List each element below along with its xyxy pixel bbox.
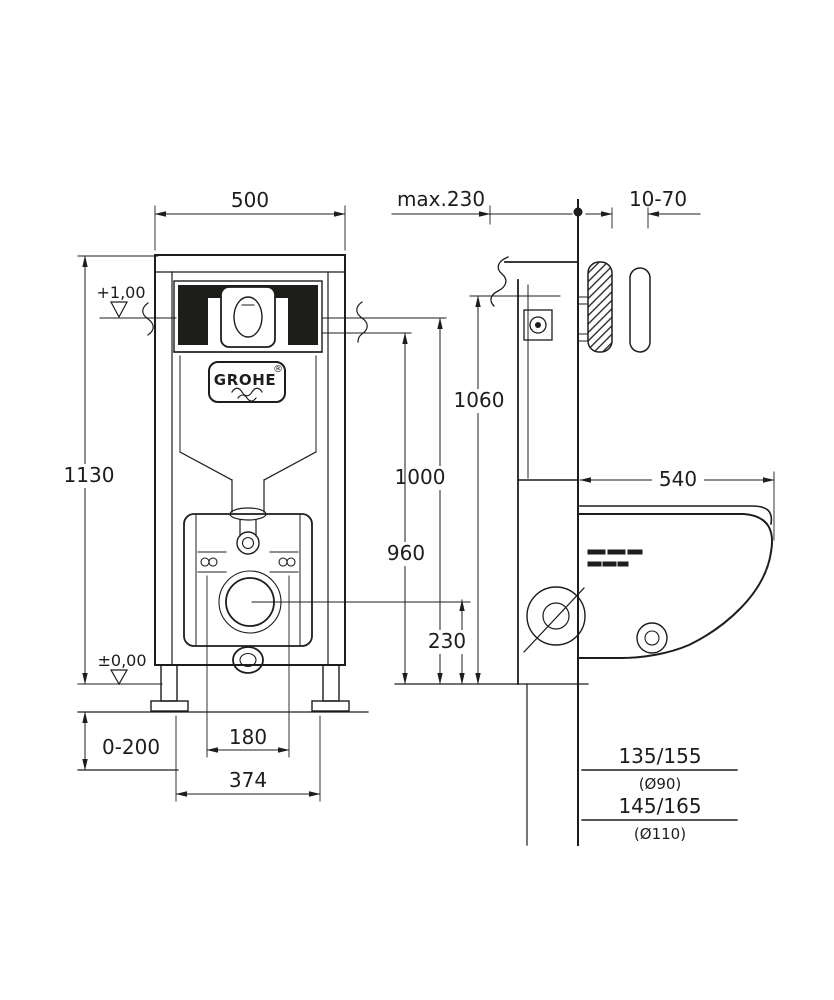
level-zero: ±0,00: [77, 651, 163, 686]
drain-height-labels: 135/155 (Ø90) 145/165 (Ø110): [581, 744, 738, 843]
brand-text: GROHE: [214, 371, 276, 389]
reference-lines: [321, 301, 447, 343]
actuator-plate-hatched: [587, 261, 613, 353]
dim-plate-offset-1070: 10-70: [585, 187, 701, 229]
dim-label: 0-200: [102, 735, 160, 759]
dim-label: 540: [659, 467, 697, 491]
toilet-bowl: [579, 505, 773, 659]
actuator-plate-profile: [629, 267, 651, 353]
dim-label: 374: [229, 768, 267, 792]
dim-label: 500: [231, 188, 269, 212]
registered-mark: ®: [273, 364, 283, 375]
outlet-bend: [232, 646, 264, 674]
side-view: max.230 10-70 1060 1000: [251, 187, 775, 846]
mounting-bolt-left: [200, 557, 210, 567]
break-icon: [356, 301, 368, 343]
dim-label: 10-70: [629, 187, 687, 211]
dim-foot-adjust: 0-200: [82, 711, 160, 771]
drain-a-diameter: (Ø90): [639, 775, 682, 793]
dim-label: 1000: [395, 465, 446, 489]
bowl-outlet: [636, 622, 668, 654]
dim-height-1130: 1130: [60, 255, 159, 685]
dim-outlet-230: 230: [251, 599, 471, 685]
cistern: [173, 280, 323, 537]
mounting-bolt-right: [278, 557, 288, 567]
water-inlet: [236, 531, 260, 555]
drain-a-label: 135/155: [618, 744, 701, 768]
drain-b-label: 145/165: [618, 794, 701, 818]
reference-point: [573, 207, 583, 217]
drain-bend: [523, 586, 586, 653]
fill-valve: [523, 309, 553, 341]
dim-base-width-374: 374: [175, 715, 321, 802]
drain-b-diameter: (Ø110): [634, 825, 686, 843]
seat-line: [579, 505, 773, 525]
grohe-logo: GROHE ®: [208, 361, 286, 403]
flush-plate-side: [577, 261, 651, 353]
front-view: GROHE ®: [60, 188, 447, 802]
bowl-outline: [579, 513, 773, 659]
dim-label: 230: [428, 629, 466, 653]
dim-height-1060: 1060: [452, 295, 561, 685]
dim-label: 960: [387, 541, 425, 565]
installation-frame: [150, 254, 350, 712]
wall-and-frame: [394, 199, 589, 846]
dim-label: 1130: [64, 463, 115, 487]
break-icon: [142, 302, 154, 336]
dim-depth-max230: max.230: [391, 187, 573, 225]
dim-width-500: 500: [154, 188, 346, 251]
level-icon: [109, 669, 129, 686]
dim-height-960: 960: [383, 332, 429, 685]
dim-bolt-spacing-180: 180: [206, 575, 290, 758]
flush-button: [233, 296, 263, 338]
level-plus-100: +1,00: [96, 283, 177, 336]
dim-label: max.230: [397, 187, 485, 211]
floor-lines: [77, 711, 369, 771]
level-zero-label: ±0,00: [97, 651, 146, 670]
level-top-label: +1,00: [96, 283, 145, 302]
dim-label: 180: [229, 725, 267, 749]
dim-seat-depth-540: 540: [579, 467, 775, 541]
actuator-plate-front: [220, 286, 276, 348]
level-icon: [110, 301, 128, 319]
wave-icon: [231, 387, 263, 397]
break-icon: [490, 256, 509, 307]
mounting-bracket: [183, 513, 313, 674]
dim-label: 1060: [454, 388, 505, 412]
